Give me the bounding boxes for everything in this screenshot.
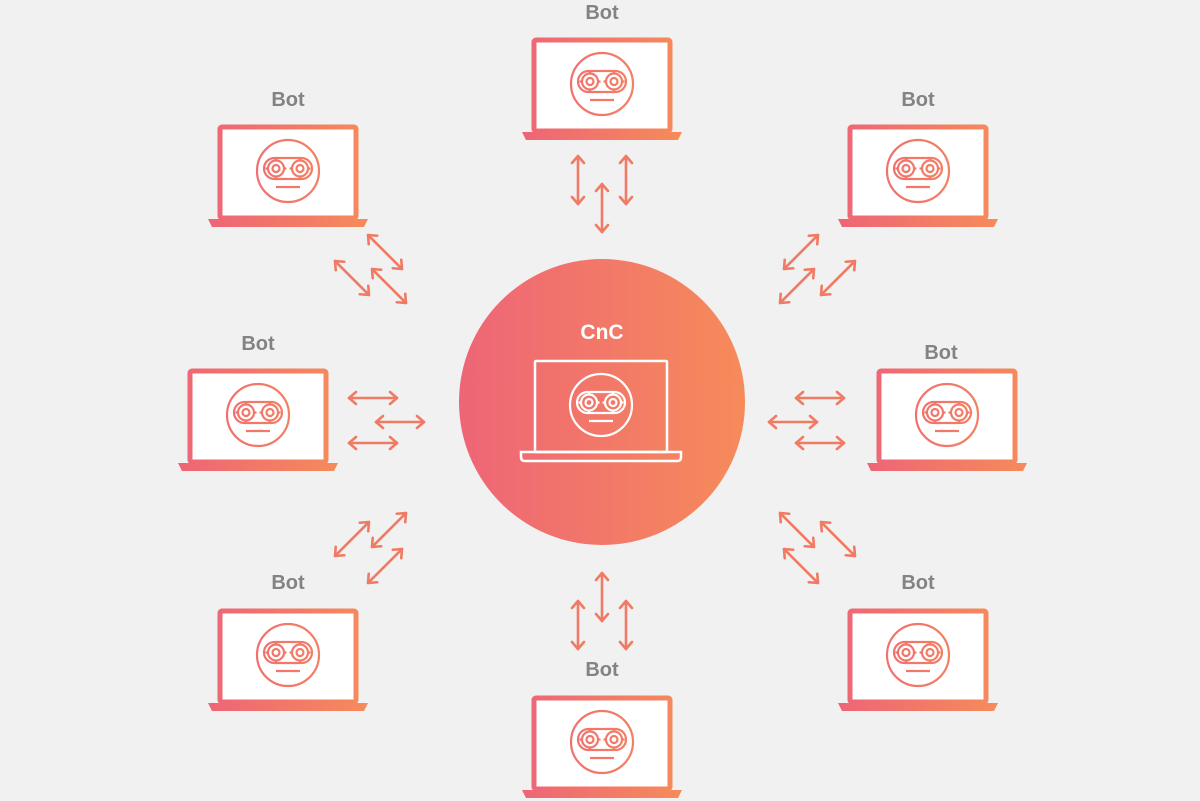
bot-node-bottom: Bot [522, 659, 682, 798]
double-arrow-icon [570, 599, 586, 651]
link-arrows-bottom-right [774, 507, 861, 589]
double-arrow-icon [366, 507, 412, 553]
laptop-icon [208, 127, 368, 227]
double-arrow-icon [374, 414, 426, 430]
bot-label: Bot [924, 342, 958, 364]
laptop-icon [208, 611, 368, 711]
cnc-node: CnC [459, 259, 745, 545]
double-arrow-icon [366, 263, 412, 309]
double-arrow-icon [794, 435, 846, 451]
double-arrow-icon [362, 229, 408, 275]
double-arrow-icon [618, 599, 634, 651]
laptop-icon [838, 611, 998, 711]
double-arrow-icon [618, 154, 634, 206]
double-arrow-icon [778, 229, 824, 275]
laptop-icon [522, 698, 682, 798]
link-arrows-top-right [774, 229, 861, 309]
link-arrows-top-left [329, 229, 412, 309]
double-arrow-icon [778, 543, 824, 589]
double-arrow-icon [815, 255, 861, 301]
laptop-icon [867, 371, 1027, 471]
link-arrows-right [767, 390, 846, 451]
double-arrow-icon [329, 516, 375, 562]
cnc-label: CnC [580, 321, 623, 344]
bot-label: Bot [271, 572, 305, 594]
double-arrow-icon [767, 414, 819, 430]
double-arrow-icon [774, 263, 820, 309]
cnc-laptop-icon [519, 359, 683, 463]
link-arrows-bottom [570, 571, 634, 651]
bot-label: Bot [585, 2, 619, 24]
double-arrow-icon [570, 154, 586, 206]
bot-node-bottom-right: Bot [838, 572, 998, 711]
double-arrow-icon [347, 390, 399, 406]
bot-label: Bot [901, 572, 935, 594]
bot-label: Bot [901, 89, 935, 111]
bot-node-top-right: Bot [838, 89, 998, 227]
bot-label: Bot [241, 333, 275, 355]
bot-node-bottom-left: Bot [208, 572, 368, 711]
link-arrows-top [570, 154, 634, 234]
laptop-icon [178, 371, 338, 471]
double-arrow-icon [347, 435, 399, 451]
bot-node-top: Bot [522, 2, 682, 140]
double-arrow-icon [594, 571, 610, 623]
link-arrows-bottom-left [329, 507, 412, 589]
bot-label: Bot [271, 89, 305, 111]
double-arrow-icon [329, 255, 375, 301]
link-arrows-left [347, 390, 426, 451]
double-arrow-icon [794, 390, 846, 406]
bot-node-right: Bot [867, 342, 1027, 471]
cnc-circle [459, 259, 745, 545]
bot-node-left: Bot [178, 333, 338, 471]
laptop-icon [522, 40, 682, 140]
bot-label: Bot [585, 659, 619, 681]
bot-node-top-left: Bot [208, 89, 368, 227]
double-arrow-icon [774, 507, 820, 553]
laptop-icon [838, 127, 998, 227]
double-arrow-icon [362, 543, 408, 589]
double-arrow-icon [815, 516, 861, 562]
double-arrow-icon [594, 182, 610, 234]
